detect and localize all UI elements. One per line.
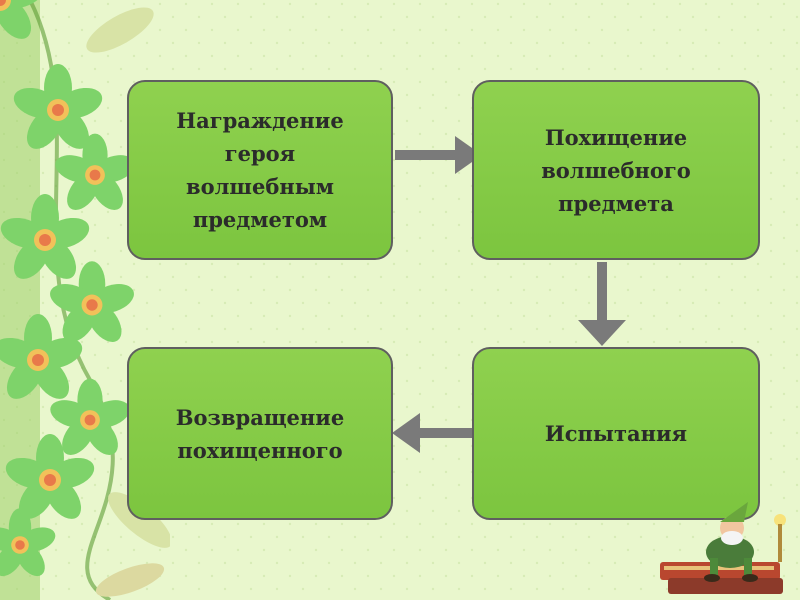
flower-border-icon [0, 0, 170, 600]
step-box-reward: Награждение героя волшебным предметом [127, 80, 393, 260]
gnome-reading-icon [660, 502, 786, 594]
step-box-return: Возвращение похищенного [127, 347, 393, 520]
step-box-theft: Похищение волшебного предмета [472, 80, 760, 260]
step-box-trials: Испытания [472, 347, 760, 520]
